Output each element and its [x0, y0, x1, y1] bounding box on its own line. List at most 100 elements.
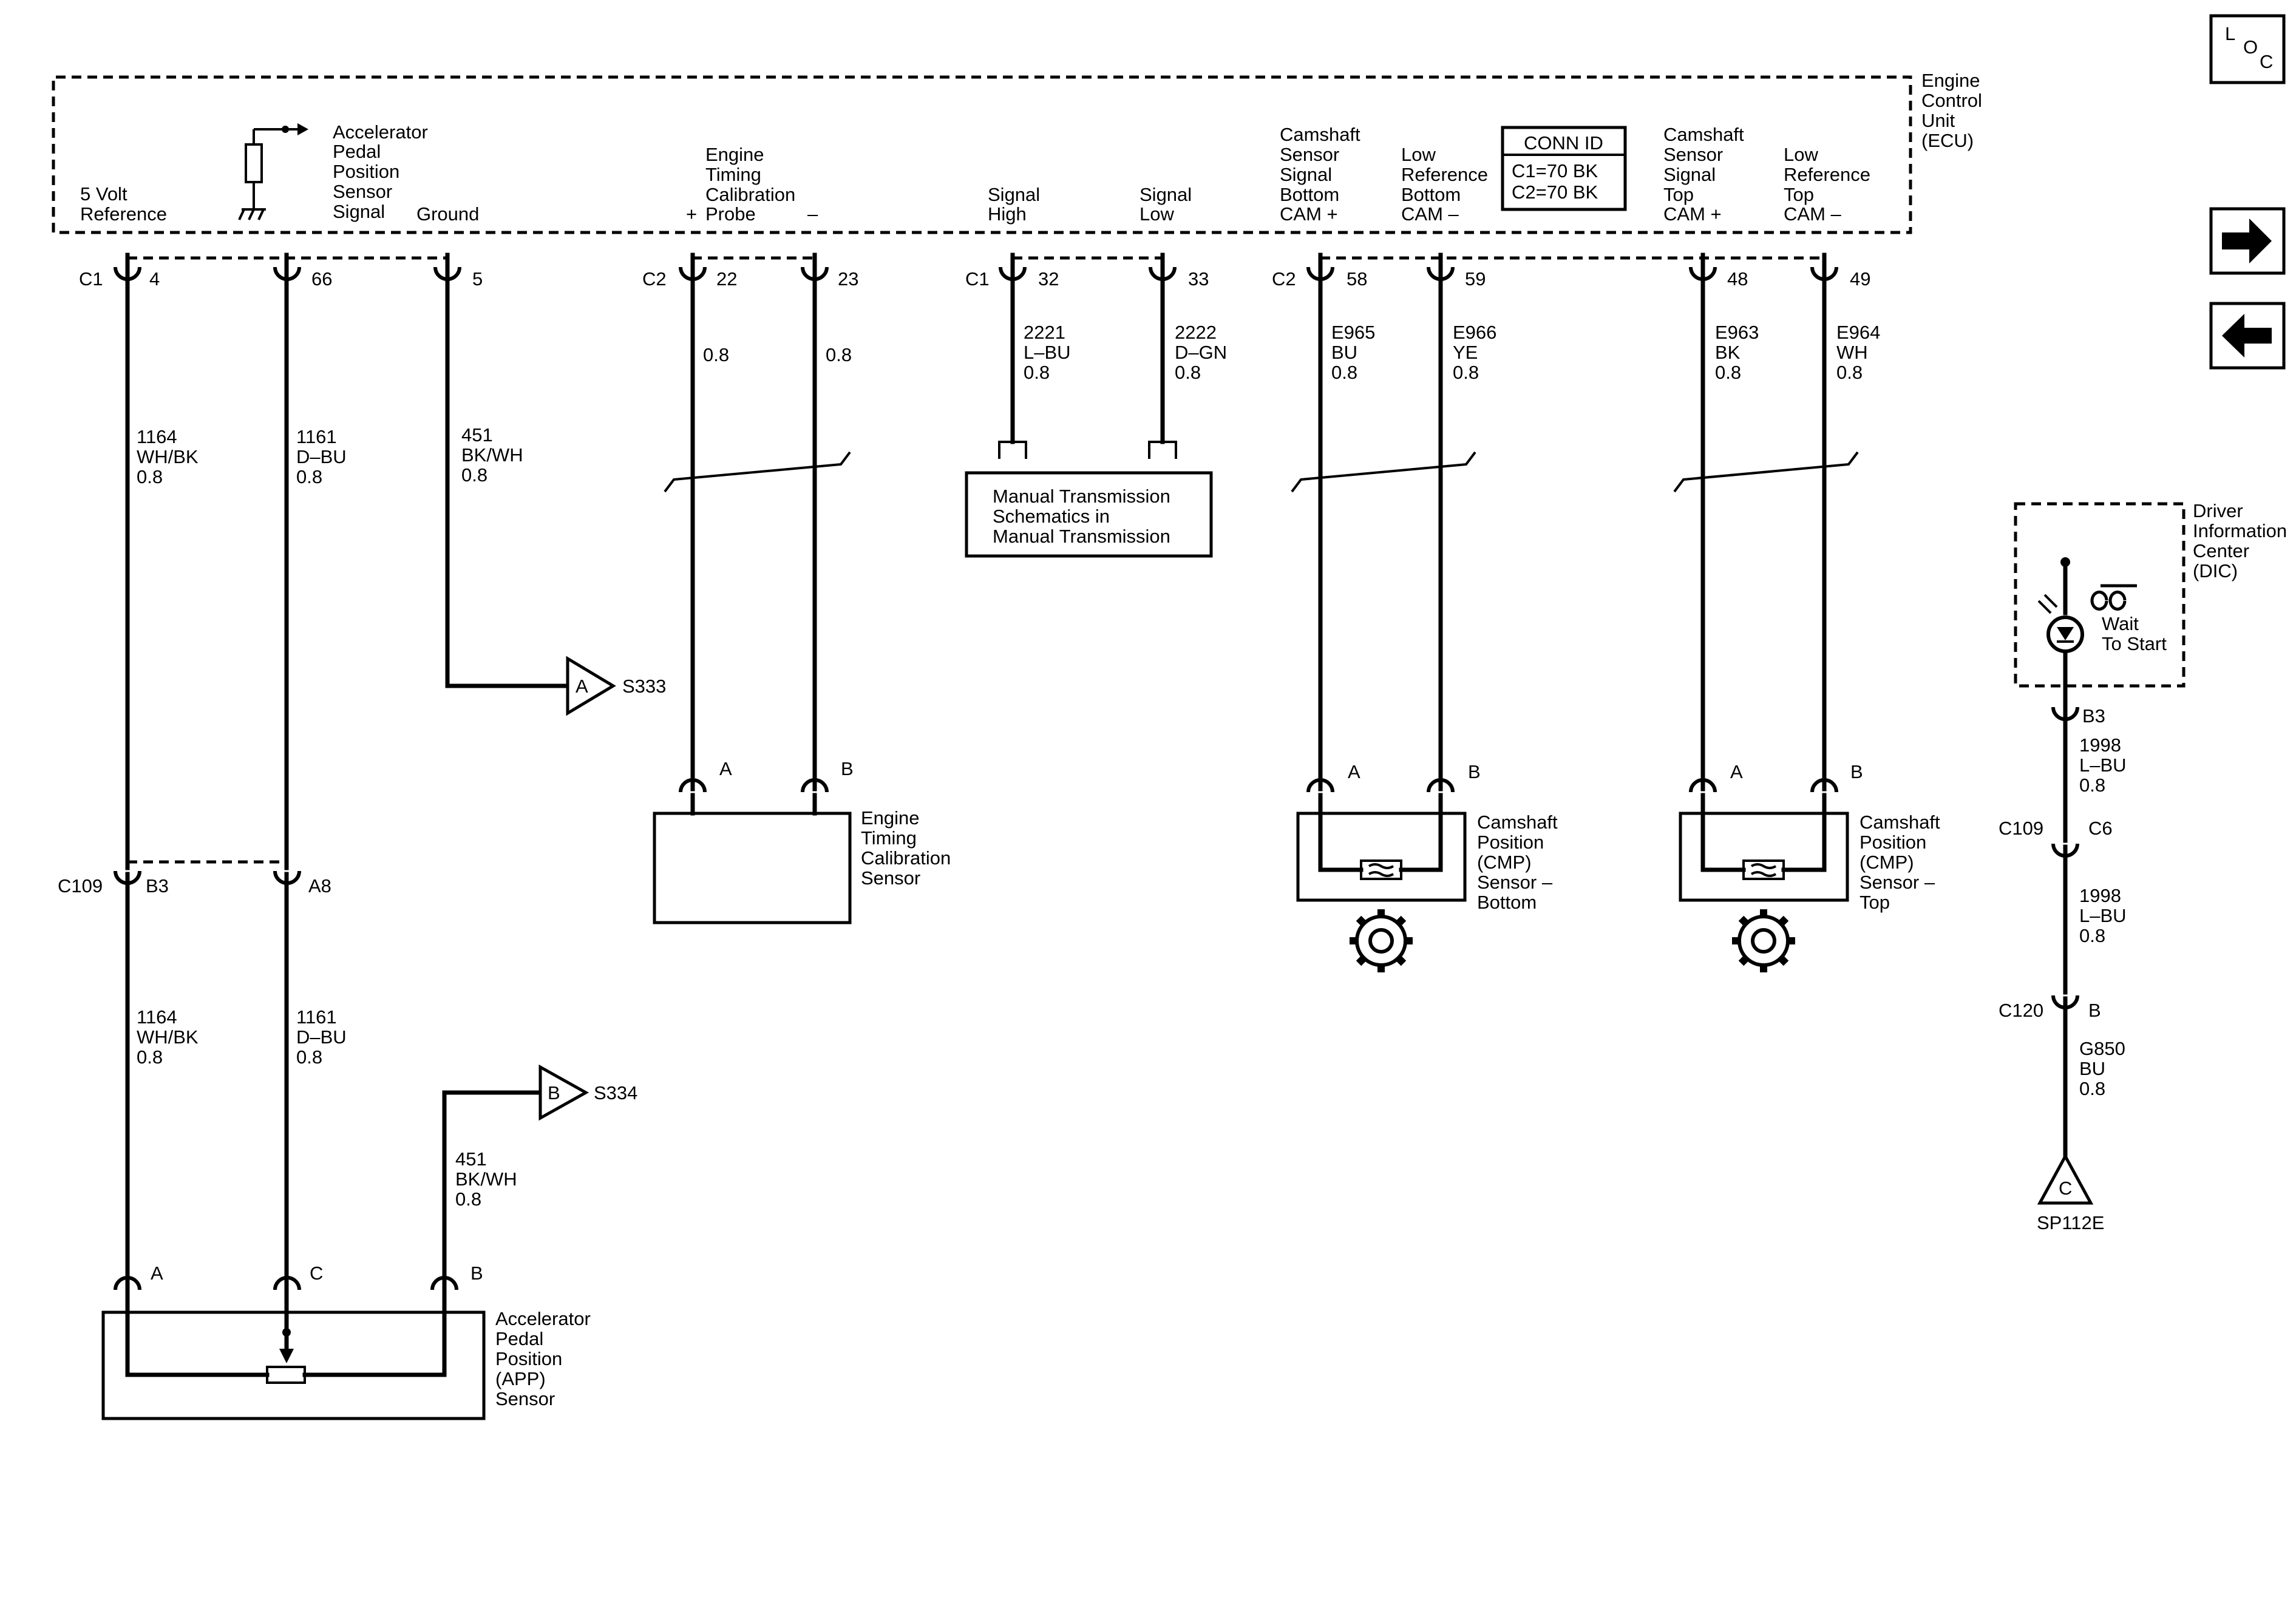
svg-text:1164: 1164 [137, 426, 177, 447]
svg-text:BK/WH: BK/WH [455, 1168, 517, 1190]
app-sensor: A C B Accelerator Pedal Position (APP) S… [101, 1263, 591, 1420]
svg-text:Signal: Signal [333, 201, 385, 222]
ecu-pin-labels: 5 Volt Reference Accelerator Pedal Posit… [80, 121, 1870, 225]
svg-text:C2: C2 [642, 268, 667, 290]
svg-text:Reference: Reference [1784, 164, 1870, 185]
back-arrow-button[interactable] [2209, 302, 2286, 370]
svg-text:48: 48 [1727, 268, 1748, 290]
loc-button[interactable]: L O C [2209, 14, 2286, 84]
svg-text:(ECU): (ECU) [1921, 130, 1974, 151]
svg-text:1998: 1998 [2079, 734, 2121, 756]
svg-text:BK/WH: BK/WH [461, 444, 523, 466]
svg-text:A: A [576, 676, 588, 697]
svg-text:(CMP): (CMP) [1477, 852, 1532, 873]
svg-text:Engine: Engine [1921, 70, 1980, 91]
svg-text:Probe: Probe [705, 203, 756, 225]
svg-text:Sensor –: Sensor – [1860, 872, 1935, 893]
svg-text:S334: S334 [594, 1082, 637, 1103]
svg-text:0.8: 0.8 [826, 344, 852, 365]
svg-text:Position: Position [1477, 832, 1544, 853]
svg-text:L–BU: L–BU [2079, 905, 2127, 926]
svg-text:Camshaft: Camshaft [1280, 124, 1360, 145]
svg-text:Timing: Timing [861, 827, 917, 849]
svg-text:4: 4 [149, 268, 160, 290]
svg-text:Low: Low [1140, 203, 1174, 225]
svg-text:Signal: Signal [1280, 164, 1332, 185]
svg-text:Information: Information [2193, 520, 2287, 541]
svg-text:Camshaft: Camshaft [1477, 812, 1558, 833]
svg-text:B: B [841, 758, 854, 779]
svg-text:59: 59 [1465, 268, 1486, 290]
svg-text:5: 5 [472, 268, 483, 290]
svg-text:Bottom: Bottom [1401, 184, 1461, 205]
svg-text:Schematics in: Schematics in [993, 506, 1110, 527]
svg-text:A: A [1348, 761, 1360, 782]
ecu-box: Engine Control Unit (ECU) [52, 70, 1982, 234]
connector-links [127, 256, 1824, 864]
svg-text:E966: E966 [1453, 322, 1496, 343]
svg-text:0.8: 0.8 [296, 466, 322, 487]
svg-text:Bottom: Bottom [1280, 184, 1339, 205]
svg-text:Low: Low [1401, 144, 1436, 165]
svg-text:C109: C109 [1999, 818, 2043, 839]
svg-text:0.8: 0.8 [703, 344, 729, 365]
conn-id-box: CONN ID C1=70 BK C2=70 BK [1501, 126, 1627, 211]
svg-text:(DIC): (DIC) [2193, 560, 2238, 581]
svg-text:C2=70 BK: C2=70 BK [1512, 181, 1598, 203]
svg-text:Low: Low [1784, 144, 1818, 165]
svg-text:–: – [807, 203, 818, 225]
svg-text:Position: Position [333, 161, 399, 182]
svg-text:B: B [2088, 1000, 2101, 1021]
svg-text:C109: C109 [58, 875, 103, 897]
svg-text:(APP): (APP) [495, 1368, 546, 1389]
svg-text:C1=70 BK: C1=70 BK [1512, 160, 1598, 181]
svg-text:(CMP): (CMP) [1860, 852, 1914, 873]
svg-text:1998: 1998 [2079, 885, 2121, 906]
svg-text:C2: C2 [1272, 268, 1296, 290]
svg-text:1161: 1161 [296, 426, 337, 447]
svg-text:0.8: 0.8 [2079, 1078, 2105, 1099]
svg-text:C: C [310, 1263, 323, 1284]
svg-text:Signal: Signal [1140, 184, 1192, 205]
svg-text:To Start: To Start [2102, 633, 2167, 654]
svg-text:Top: Top [1663, 184, 1694, 205]
svg-text:BU: BU [2079, 1058, 2105, 1079]
svg-text:A8: A8 [308, 875, 331, 897]
svg-text:5 Volt: 5 Volt [80, 183, 127, 205]
svg-text:C1: C1 [79, 268, 103, 290]
wires [125, 253, 2068, 1380]
arrow-right-icon [2222, 219, 2272, 263]
svg-text:32: 32 [1038, 268, 1059, 290]
svg-text:58: 58 [1347, 268, 1367, 290]
svg-text:451: 451 [455, 1148, 487, 1170]
svg-text:Position: Position [495, 1348, 562, 1369]
glow-plug-icon [2090, 584, 2137, 611]
svg-text:Position: Position [1860, 832, 1926, 853]
svg-text:Top: Top [1784, 184, 1814, 205]
svg-text:D–GN: D–GN [1175, 342, 1227, 363]
svg-text:451: 451 [461, 424, 493, 446]
svg-text:0.8: 0.8 [1836, 362, 1863, 383]
svg-text:0.8: 0.8 [296, 1046, 322, 1068]
svg-text:0.8: 0.8 [2079, 925, 2105, 946]
svg-text:+: + [686, 203, 697, 225]
svg-text:Manual Transmission: Manual Transmission [993, 526, 1170, 547]
svg-text:B: B [1468, 761, 1481, 782]
svg-text:1161: 1161 [296, 1006, 337, 1028]
svg-text:0.8: 0.8 [461, 464, 487, 486]
svg-text:CAM –: CAM – [1784, 203, 1842, 225]
svg-text:33: 33 [1188, 268, 1209, 290]
svg-text:Signal: Signal [1663, 164, 1716, 185]
svg-text:CAM +: CAM + [1280, 203, 1338, 225]
app-signal-internal-symbol [238, 123, 308, 220]
svg-text:A: A [151, 1263, 163, 1284]
svg-text:D–BU: D–BU [296, 446, 347, 467]
svg-text:0.8: 0.8 [455, 1188, 481, 1210]
cmp-sensor-bottom: A B Camshaft Position (CMP) Sensor – Bot… [1296, 761, 1558, 972]
svg-text:Reference: Reference [80, 203, 167, 225]
svg-text:0.8: 0.8 [1024, 362, 1050, 383]
svg-text:O: O [2243, 36, 2258, 58]
svg-text:C6: C6 [2088, 818, 2113, 839]
svg-text:0.8: 0.8 [137, 1046, 163, 1068]
forward-arrow-button[interactable] [2209, 207, 2286, 275]
